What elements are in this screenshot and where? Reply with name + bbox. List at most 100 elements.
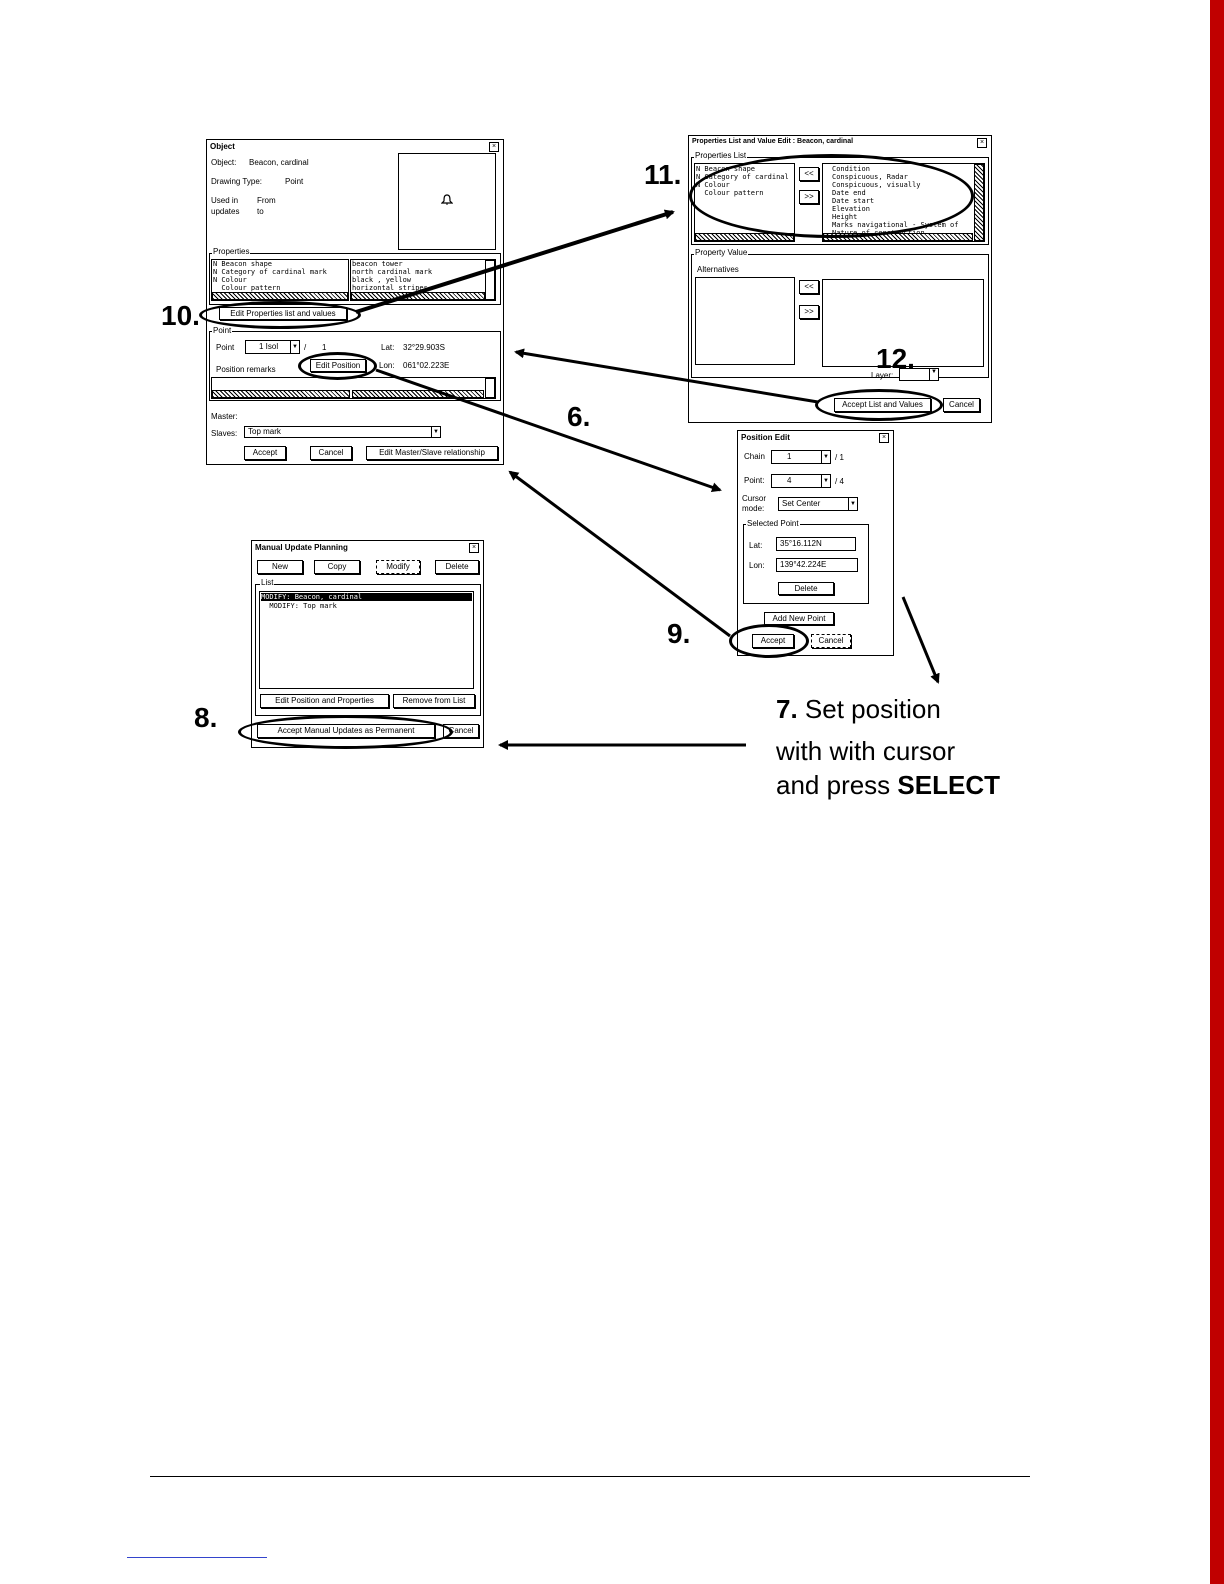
property-values-list[interactable]: beacon tower north cardinal mark black ,… bbox=[350, 259, 496, 301]
layer-select[interactable]: ▼ bbox=[899, 368, 939, 381]
prop-value[interactable]: horizontal stripes bbox=[352, 284, 428, 292]
chevron-down-icon[interactable]: ▼ bbox=[821, 451, 830, 463]
move-left-button[interactable]: << bbox=[799, 280, 819, 294]
prop-value[interactable]: beacon tower bbox=[352, 260, 403, 268]
cancel-button[interactable]: Cancel bbox=[310, 446, 352, 460]
chain-select[interactable]: 1 ▼ bbox=[771, 450, 831, 464]
chevron-down-icon[interactable]: ▼ bbox=[821, 475, 830, 487]
object-label: Object: bbox=[211, 158, 237, 167]
delete-button[interactable]: Delete bbox=[435, 560, 479, 574]
properties-list-label: Properties List bbox=[694, 151, 748, 160]
remove-from-list-button[interactable]: Remove from List bbox=[393, 694, 475, 708]
chevron-down-icon[interactable]: ▼ bbox=[431, 427, 440, 437]
prop-value[interactable]: black , yellow bbox=[352, 276, 412, 284]
horizontal-scrollbar[interactable] bbox=[695, 233, 794, 241]
edit-master-slave-button[interactable]: Edit Master/Slave relationship bbox=[366, 446, 498, 460]
horizontal-scrollbar[interactable] bbox=[212, 390, 350, 398]
point-select-value: 4 bbox=[787, 476, 792, 485]
chain-label: Chain bbox=[744, 452, 765, 461]
alternatives-list[interactable] bbox=[695, 277, 795, 365]
point-total-value: 4 bbox=[839, 477, 844, 486]
add-new-point-button[interactable]: Add New Point bbox=[764, 612, 834, 625]
lat-label: Lat: bbox=[381, 343, 395, 352]
updates-label: updates bbox=[211, 207, 240, 216]
note-text-3: and press bbox=[776, 770, 898, 800]
step-10: 10. bbox=[161, 300, 200, 331]
to-label: to bbox=[257, 207, 264, 216]
delete-button[interactable]: Delete bbox=[778, 582, 834, 595]
point-group bbox=[209, 331, 501, 401]
vertical-scrollbar[interactable] bbox=[485, 378, 495, 398]
chevron-down-icon[interactable]: ▼ bbox=[848, 498, 857, 510]
edit-position-properties-button[interactable]: Edit Position and Properties bbox=[260, 694, 389, 708]
alternatives-label: Alternatives bbox=[697, 265, 739, 274]
prop-name[interactable]: Colour pattern bbox=[213, 284, 281, 292]
prop-value[interactable]: north cardinal mark bbox=[352, 268, 433, 276]
highlight-oval-properties-list bbox=[689, 154, 974, 238]
vertical-scrollbar[interactable] bbox=[485, 260, 495, 300]
step-6: 6. bbox=[567, 401, 591, 432]
vertical-scrollbar[interactable] bbox=[974, 164, 984, 241]
close-icon[interactable]: × bbox=[977, 138, 987, 148]
chevron-down-icon[interactable]: ▼ bbox=[929, 369, 938, 380]
prop-name[interactable]: N Colour bbox=[213, 276, 247, 284]
step-11: 11. bbox=[644, 159, 682, 190]
values-list[interactable] bbox=[822, 279, 984, 367]
horizontal-scrollbar[interactable] bbox=[212, 292, 348, 300]
chevron-down-icon[interactable]: ▼ bbox=[290, 341, 299, 353]
slaves-select-value: Top mark bbox=[248, 427, 281, 436]
property-names-list[interactable]: N Beacon shape N Category of cardinal ma… bbox=[211, 259, 349, 301]
copy-button[interactable]: Copy bbox=[314, 560, 360, 574]
close-icon[interactable]: × bbox=[469, 543, 479, 553]
footer-rule bbox=[150, 1476, 1030, 1477]
cancel-button[interactable]: Cancel bbox=[943, 398, 980, 412]
cursor-mode-value: Set Center bbox=[782, 499, 821, 508]
prop-name[interactable]: N Beacon shape bbox=[213, 260, 273, 268]
lon-field[interactable]: 139°42.224E bbox=[776, 558, 858, 572]
lat-field[interactable]: 35°16.112N bbox=[776, 537, 856, 551]
close-icon[interactable]: × bbox=[879, 433, 889, 443]
drawing-type-label: Drawing Type: bbox=[211, 177, 262, 186]
page-edge-bar bbox=[1210, 0, 1224, 1584]
selected-point-group bbox=[743, 524, 869, 604]
property-value-label: Property Value bbox=[694, 248, 749, 257]
step-7-number: 7. bbox=[776, 694, 798, 724]
accept-button[interactable]: Accept bbox=[244, 446, 286, 460]
position-remarks-field[interactable] bbox=[211, 377, 496, 399]
footer-link-underline bbox=[127, 1557, 267, 1558]
list-label: List bbox=[260, 578, 275, 587]
note-line-1: 7. Set position bbox=[776, 692, 941, 726]
move-right-button[interactable]: >> bbox=[799, 305, 819, 319]
horizontal-scrollbar[interactable] bbox=[352, 390, 484, 398]
symbol-preview bbox=[398, 153, 496, 250]
list-item[interactable]: MODIFY: Top mark bbox=[261, 602, 337, 610]
dialog-title: Manual Update Planning bbox=[255, 543, 348, 552]
bell-icon bbox=[441, 194, 453, 205]
chain-total: / 1 bbox=[835, 453, 844, 462]
cancel-button[interactable]: Cancel bbox=[811, 634, 851, 648]
update-list[interactable]: MODIFY: Beacon, cardinal MODIFY: Top mar… bbox=[259, 591, 474, 689]
selected-point-label: Selected Point bbox=[746, 519, 800, 528]
master-label: Master: bbox=[211, 412, 238, 421]
cursor-mode-select[interactable]: Set Center ▼ bbox=[778, 497, 858, 511]
modify-button[interactable]: Modify bbox=[376, 560, 420, 574]
properties-label: Properties bbox=[212, 247, 251, 256]
lon-label: Lon: bbox=[379, 361, 395, 370]
horizontal-scrollbar[interactable] bbox=[351, 292, 485, 300]
slaves-label: Slaves: bbox=[211, 429, 238, 438]
lon-value: 061°02.223E bbox=[403, 361, 450, 370]
dialog-title: Object bbox=[210, 142, 235, 151]
close-icon[interactable]: × bbox=[489, 142, 499, 152]
list-item[interactable]: MODIFY: Beacon, cardinal bbox=[261, 593, 472, 601]
highlight-oval-edit-position bbox=[298, 352, 377, 380]
point-select[interactable]: 1 Isol ▼ bbox=[245, 340, 300, 354]
drawing-type-value: Point bbox=[285, 177, 304, 186]
slaves-select[interactable]: Top mark ▼ bbox=[244, 426, 441, 438]
lon-label: Lon: bbox=[749, 561, 765, 570]
step-9: 9. bbox=[667, 618, 691, 649]
point-group-label: Point bbox=[212, 326, 233, 335]
point-select[interactable]: 4 ▼ bbox=[771, 474, 831, 488]
new-button[interactable]: New bbox=[257, 560, 303, 574]
prop-name[interactable]: N Category of cardinal mark bbox=[213, 268, 327, 276]
